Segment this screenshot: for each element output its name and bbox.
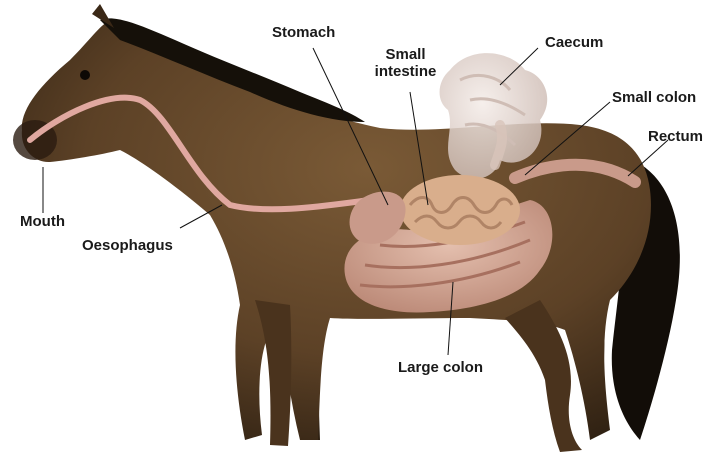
label-rectum: Rectum: [648, 128, 703, 145]
small-intestine-organ: [400, 175, 520, 245]
label-stomach: Stomach: [272, 24, 335, 41]
label-mouth: Mouth: [20, 213, 65, 230]
label-small-colon: Small colon: [612, 89, 696, 106]
label-small-intestine-line1: Small: [358, 46, 453, 63]
label-large-colon: Large colon: [398, 359, 483, 376]
label-caecum: Caecum: [545, 34, 603, 51]
eye: [80, 70, 90, 80]
label-small-intestine-line2: intestine: [358, 63, 453, 80]
ear: [92, 4, 114, 28]
label-oesophagus: Oesophagus: [82, 237, 173, 254]
label-small-intestine: Small intestine: [358, 46, 453, 80]
